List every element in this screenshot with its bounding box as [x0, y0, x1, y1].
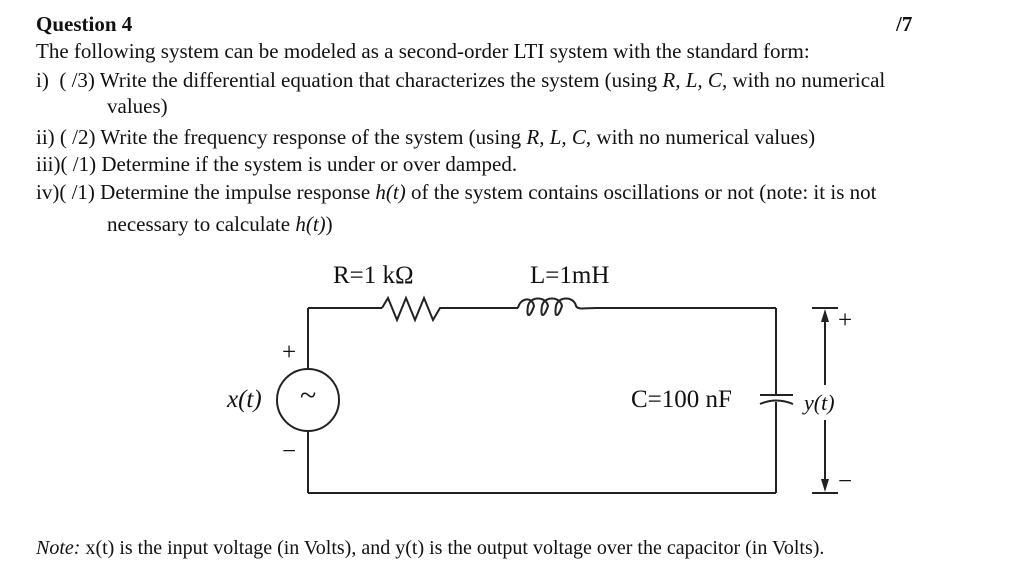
source-minus: − — [282, 438, 297, 465]
part-iii-num: iii) — [36, 152, 61, 176]
part-i-text-b: , with no numerical — [721, 68, 886, 92]
part-i-text: Write the differential equation that cha… — [99, 68, 663, 92]
part-iv-text: Determine the impulse response — [100, 180, 376, 204]
resistor-icon — [381, 295, 446, 323]
part-ii: ii) ( /2) Write the frequency response o… — [36, 125, 815, 149]
part-ii-text-b: , with no numerical values) — [585, 125, 816, 149]
part-i-cont: values) — [107, 94, 168, 118]
capacitor-label: C=100 nF — [631, 386, 732, 413]
part-i-vars: R, L, C — [662, 68, 722, 92]
part-i: i) ( /3) Write the differential equation… — [36, 68, 885, 92]
part-iv-marks: ( /1) — [59, 180, 95, 204]
output-plus: + — [838, 307, 853, 334]
part-iv-cont-func: h(t) — [295, 212, 326, 236]
part-iii-text: Determine if the system is under or over… — [101, 152, 518, 176]
part-ii-vars: R, L, C — [526, 125, 586, 149]
part-iii: iii)( /1) Determine if the system is und… — [36, 152, 517, 176]
output-arrow-down-icon — [821, 479, 829, 492]
output-label-text: y(t) — [804, 390, 835, 415]
part-ii-marks: ( /2) — [59, 125, 96, 149]
part-iv-func: h(t) — [375, 180, 406, 204]
part-iv-cont-text: necessary to calculate — [107, 212, 296, 236]
note-prefix: Note: — [36, 537, 81, 559]
question-title: Question 4 — [36, 12, 133, 36]
inductor-icon — [517, 297, 597, 316]
output-label: y(t) — [804, 389, 835, 417]
part-iv-text-b: of the system contains oscillations or n… — [405, 180, 877, 204]
output-minus: − — [838, 468, 853, 495]
part-iv: iv)( /1) Determine the impulse response … — [36, 180, 876, 204]
note-text: x(t) is the input voltage (in Volts), an… — [80, 537, 825, 559]
source-plus: + — [282, 339, 297, 366]
output-arrow-up-icon — [821, 309, 829, 322]
note: Note: x(t) is the input voltage (in Volt… — [36, 536, 824, 560]
inductor-label: L=1mH — [530, 262, 610, 289]
total-marks: /7 — [896, 12, 913, 36]
resistor-label: R=1 kΩ — [333, 262, 414, 289]
part-iv-num: iv) — [36, 180, 60, 204]
part-i-num: i) — [36, 68, 49, 92]
voltage-source-icon — [276, 368, 340, 432]
source-label-text: x(t) — [227, 386, 262, 413]
intro-text: The following system can be modeled as a… — [36, 39, 810, 63]
capacitor-plate-bottom — [759, 399, 794, 405]
part-iv-cont: necessary to calculate h(t)) — [107, 212, 333, 236]
source-label: x(t) — [227, 386, 262, 414]
source-symbol: ~ — [300, 379, 317, 412]
part-iv-cont-close: ) — [325, 212, 333, 236]
part-ii-num: ii) — [36, 125, 55, 149]
part-i-marks: ( /3) — [59, 68, 95, 92]
part-ii-text: Write the frequency response of the syst… — [100, 125, 527, 149]
part-iii-marks: ( /1) — [60, 152, 97, 176]
